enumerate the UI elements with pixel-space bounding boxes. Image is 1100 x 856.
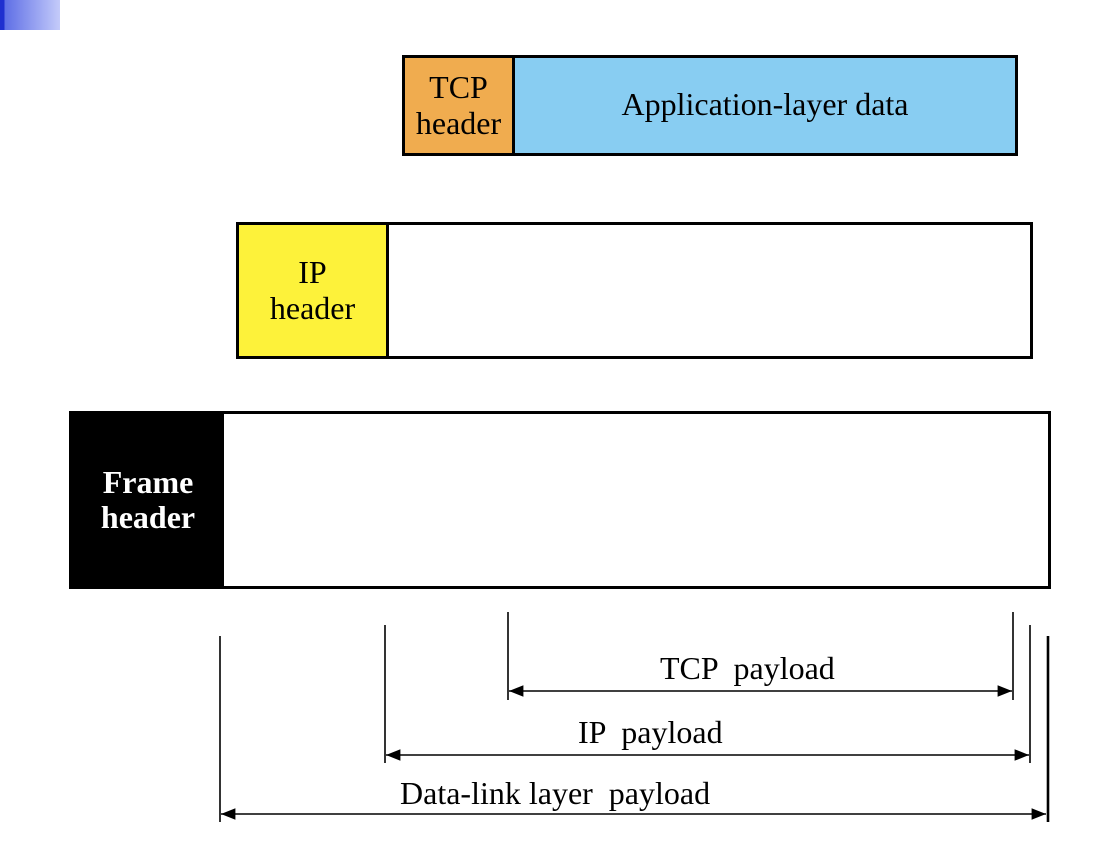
frame-header-label-line1: Frame	[102, 463, 194, 500]
application-data-block: Application-layer data	[515, 58, 1015, 153]
ip-header-label-line1: IP	[298, 254, 327, 291]
ip-payload-label: IP payload	[578, 714, 723, 750]
slide-corner-tab	[0, 0, 60, 30]
tcp-header-label-line2: header	[415, 104, 502, 141]
frame-header-label-line2: header	[100, 499, 196, 535]
tcp-segment: TCP header Application-layer data	[402, 55, 1018, 156]
ip-packet: IP header	[236, 222, 1033, 359]
ip-header-block: IP header	[239, 225, 389, 356]
ip-header-label-line2: header	[269, 289, 356, 326]
datalink-payload-label: Data-link layer payload	[400, 775, 711, 811]
tcp-header-block: TCP header	[405, 58, 515, 153]
tcp-header-label-line1: TCP	[429, 69, 488, 106]
frame: Frame header	[69, 411, 1051, 589]
frame-header-block: Frame header	[72, 414, 224, 586]
tcp-payload-label: TCP payload	[660, 650, 835, 686]
application-data-label: Application-layer data	[621, 86, 909, 122]
